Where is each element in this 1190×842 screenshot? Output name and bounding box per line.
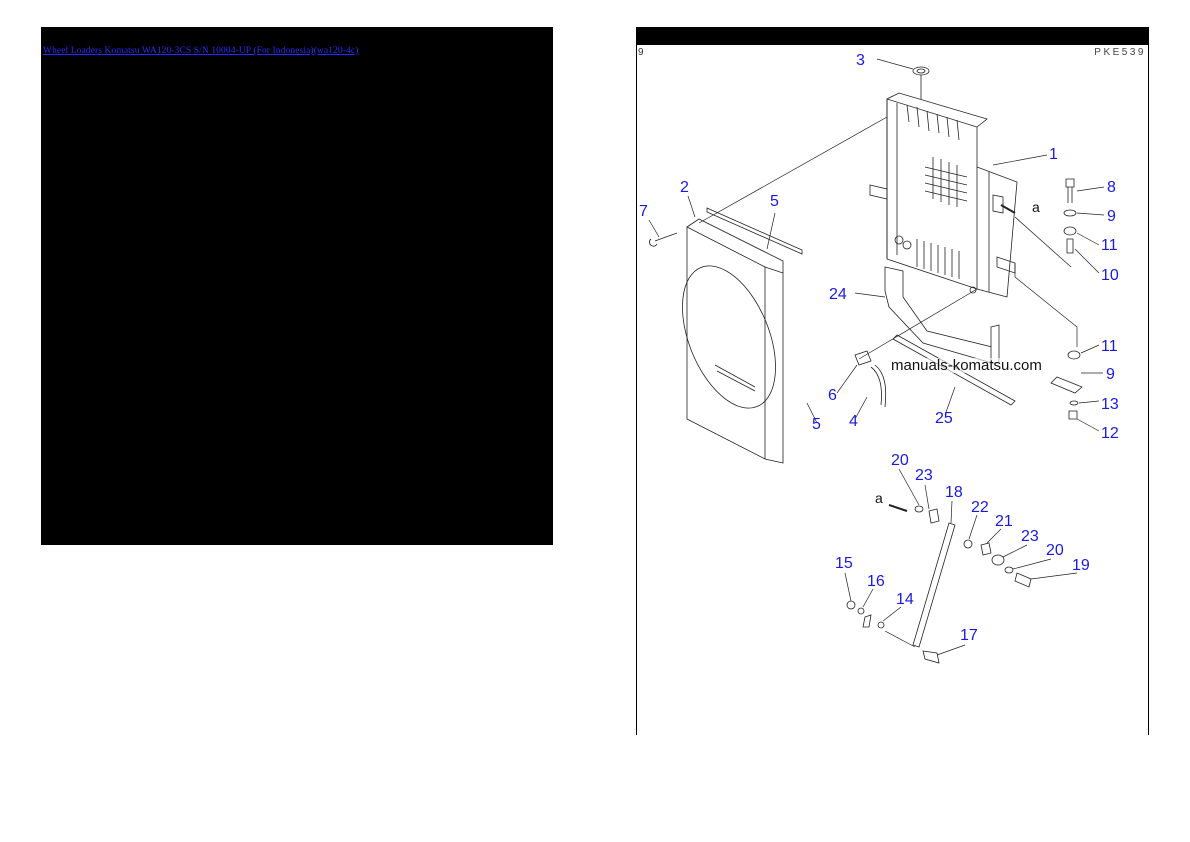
callout-5-bottom[interactable]: 5 [812, 416, 821, 433]
callout-14[interactable]: 14 [896, 591, 914, 608]
callout-3[interactable]: 3 [856, 52, 865, 69]
machine-model-link[interactable]: Wheel Loaders Komatsu WA120-3CS S/N 1000… [43, 46, 359, 56]
callout-5-top[interactable]: 5 [770, 193, 779, 210]
reference-letter-a-bottom: a [875, 490, 883, 506]
reference-arrow-a [1000, 204, 1016, 214]
callout-16[interactable]: 16 [867, 573, 885, 590]
callout-19[interactable]: 19 [1072, 557, 1090, 574]
callout-20-right[interactable]: 20 [1046, 542, 1064, 559]
callout-21[interactable]: 21 [995, 513, 1013, 530]
callout-13[interactable]: 13 [1101, 396, 1119, 413]
callout-23-left[interactable]: 23 [915, 467, 933, 484]
parts-diagram-panel: 9 PKE539 [636, 27, 1149, 735]
radiator-part [869, 92, 1018, 298]
figure-code: PKE539 [1094, 47, 1146, 58]
callout-4[interactable]: 4 [849, 413, 858, 430]
radiator-cap-part [912, 66, 930, 99]
callout-12[interactable]: 12 [1101, 425, 1119, 442]
callout-2[interactable]: 2 [680, 179, 689, 196]
callout-17[interactable]: 17 [960, 627, 978, 644]
callout-10[interactable]: 10 [1101, 267, 1119, 284]
callout-22[interactable]: 22 [971, 499, 989, 516]
callout-9-bottom[interactable]: 9 [1106, 366, 1115, 383]
mounting-hardware-parts [1050, 178, 1083, 420]
callout-7[interactable]: 7 [639, 203, 648, 220]
hose-part [870, 364, 887, 408]
fan-shroud-part [682, 218, 784, 464]
document-header-panel: Wheel Loaders Komatsu WA120-3CS S/N 1000… [41, 27, 553, 545]
radiator-exploded-view-drawing [648, 58, 1105, 664]
callout-8[interactable]: 8 [1107, 179, 1116, 196]
watermark: manuals-komatsu.com [891, 357, 1042, 374]
callout-25[interactable]: 25 [935, 410, 953, 427]
callout-20-left[interactable]: 20 [891, 452, 909, 469]
callout-11-top[interactable]: 11 [1101, 237, 1118, 254]
seal-strip-part [706, 207, 803, 255]
bolt-part [649, 232, 678, 247]
clamp-part [854, 350, 872, 366]
reference-letter-a-top: a [1032, 199, 1040, 215]
diagram-title-bar [637, 27, 1148, 45]
callout-23-right[interactable]: 23 [1021, 528, 1039, 545]
callout-15[interactable]: 15 [835, 555, 853, 572]
callout-18[interactable]: 18 [945, 484, 963, 501]
callout-11-bottom[interactable]: 11 [1101, 338, 1118, 355]
callout-6[interactable]: 6 [828, 387, 837, 404]
callout-1[interactable]: 1 [1049, 146, 1058, 163]
callout-24[interactable]: 24 [829, 286, 847, 303]
stay-rod-assembly [846, 505, 1032, 664]
page-number: 9 [638, 47, 644, 58]
callout-9-top[interactable]: 9 [1107, 208, 1116, 225]
leader-lines [648, 58, 1105, 656]
